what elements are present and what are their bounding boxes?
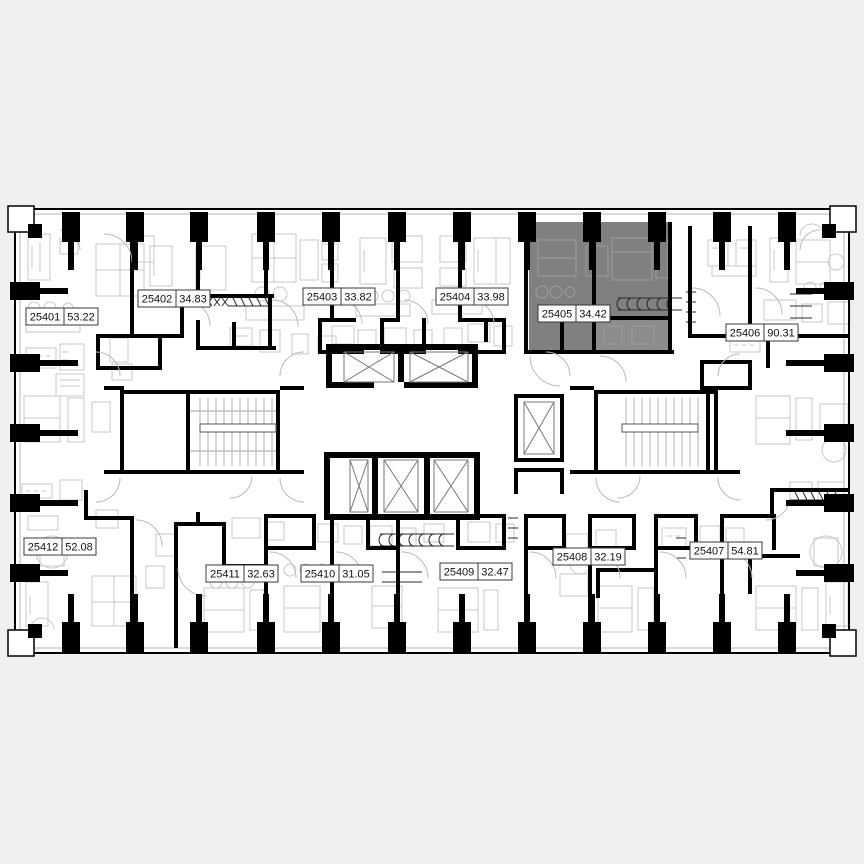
unit-label-box bbox=[137, 289, 211, 308]
unit-id-text: 25405 bbox=[542, 309, 573, 321]
plan-body bbox=[14, 208, 850, 654]
unit-id-text: 25409 bbox=[444, 567, 475, 579]
unit-area-text: 32.63 bbox=[247, 569, 275, 581]
unit-id-text: 25402 bbox=[142, 294, 173, 306]
unit-label-25405[interactable]: 25405 34.42 bbox=[537, 304, 611, 323]
unit-id-text: 25410 bbox=[305, 569, 336, 581]
unit-label-box bbox=[23, 537, 97, 556]
unit-label-box bbox=[725, 323, 799, 342]
unit-label-25402[interactable]: 25402 34.83 bbox=[137, 289, 211, 308]
unit-area-text: 34.83 bbox=[179, 294, 207, 306]
column-bottom bbox=[62, 594, 796, 652]
unit-label-box bbox=[689, 541, 763, 560]
column-left bbox=[10, 282, 78, 582]
unit-label-box bbox=[552, 547, 626, 566]
unit-id-text: 25403 bbox=[307, 292, 338, 304]
unit-id-text: 25408 bbox=[557, 552, 588, 564]
facade-column-layer bbox=[10, 212, 854, 652]
unit-label-box bbox=[300, 564, 374, 583]
unit-area-text: 33.98 bbox=[477, 292, 505, 304]
unit-area-text: 34.42 bbox=[579, 309, 607, 321]
stair-layer bbox=[199, 398, 699, 466]
elevator-layer bbox=[343, 351, 555, 513]
unit-label-25406[interactable]: 25406 90.31 bbox=[725, 323, 799, 342]
unit-label-group: 25401 53.22 25402 34.83 25403 33.82 25404 33.98… bbox=[23, 287, 799, 583]
unit-label-box bbox=[439, 562, 513, 581]
unit-area-text: 54.81 bbox=[731, 546, 759, 558]
unit-area-text: 33.82 bbox=[344, 292, 372, 304]
unit-label-25408[interactable]: 25408 32.19 bbox=[552, 547, 626, 566]
unit-area-text: 90.31 bbox=[767, 328, 795, 340]
unit-label-box bbox=[302, 287, 376, 306]
unit-label-25403[interactable]: 25403 33.82 bbox=[302, 287, 376, 306]
column-right bbox=[786, 282, 854, 582]
unit-label-25404[interactable]: 25404 33.98 bbox=[435, 287, 509, 306]
column-top bbox=[62, 212, 796, 270]
unit-id-text: 25401 bbox=[30, 312, 61, 324]
unit-area-text: 52.08 bbox=[65, 542, 93, 554]
unit-label-25411[interactable]: 25411 32.63 bbox=[205, 564, 279, 583]
unit-label-25401[interactable]: 25401 53.22 bbox=[25, 307, 99, 326]
unit-id-text: 25412 bbox=[28, 542, 59, 554]
unit-id-text: 25406 bbox=[730, 328, 761, 340]
unit-label-25410[interactable]: 25410 31.05 bbox=[300, 564, 374, 583]
unit-label-box bbox=[537, 304, 611, 323]
unit-label-box bbox=[435, 287, 509, 306]
unit-area-text: 53.22 bbox=[67, 312, 95, 324]
unit-area-text: 32.47 bbox=[481, 567, 509, 579]
corner-layer bbox=[7, 205, 857, 657]
unit-label-25407[interactable]: 25407 54.81 bbox=[689, 541, 763, 560]
unit-label-box bbox=[205, 564, 279, 583]
unit-id-text: 25404 bbox=[440, 292, 471, 304]
unit-area-text: 31.05 bbox=[342, 569, 370, 581]
unit-area-text: 32.19 bbox=[594, 552, 622, 564]
unit-id-text: 25407 bbox=[694, 546, 725, 558]
unit-label-25409[interactable]: 25409 32.47 bbox=[439, 562, 513, 581]
unit-id-text: 25411 bbox=[210, 569, 240, 581]
unit-label-25412[interactable]: 25412 52.08 bbox=[23, 537, 97, 556]
unit-label-box bbox=[25, 307, 99, 326]
